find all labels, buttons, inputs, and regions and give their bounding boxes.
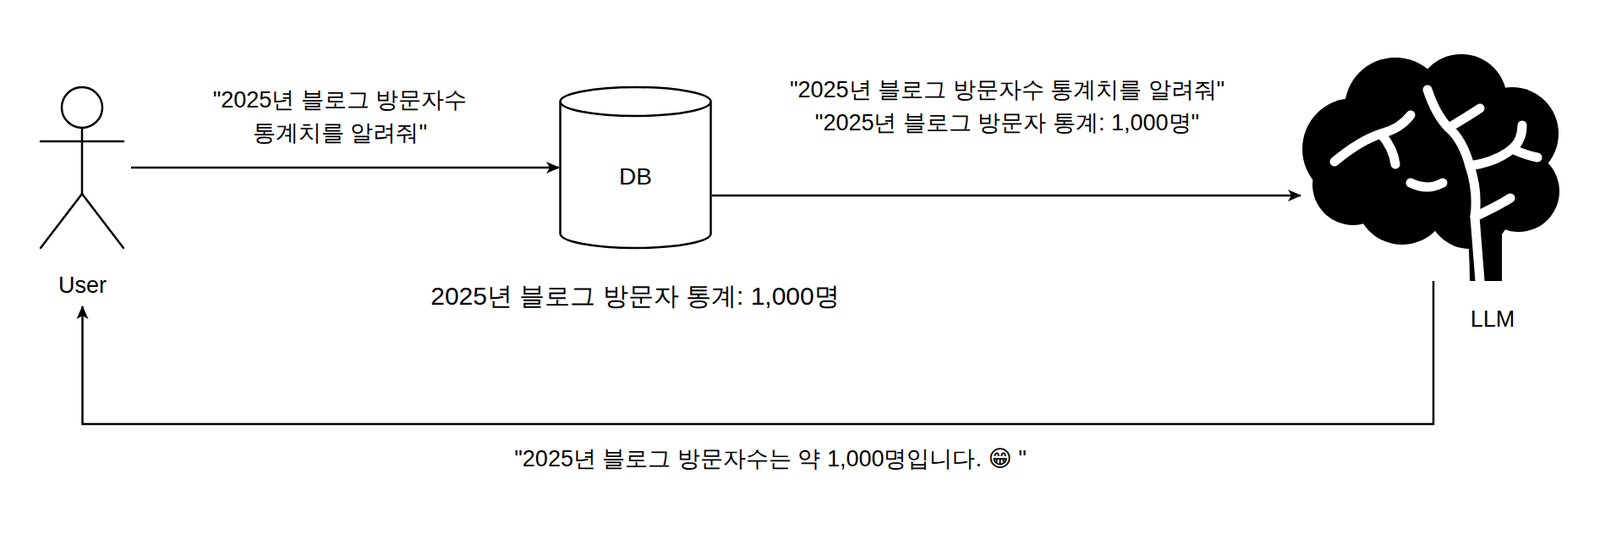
note-label: 2025년 블로그 방문자 통계: 1,000명 [427,277,844,315]
actor-stroke [40,193,83,248]
edge-label: "2025년 블로그 방문자수 통계치를 알려줘" "2025년 블로그 방문자… [770,73,1244,140]
edge-label: "2025년 블로그 방문자수는 약 1,000명입니다. 😁 " [510,442,1030,476]
actor-stroke [81,127,84,194]
actor-figure [33,84,132,254]
brain-icon [1300,55,1562,281]
node-label: User [33,272,132,299]
flow-arrow [712,194,1301,198]
node-label: LLM [1452,306,1533,333]
actor-stroke [82,193,124,248]
brain-silhouette [1302,54,1560,281]
llm-node: LLM [1300,55,1562,335]
actor-node: User [33,84,132,307]
database-node: DB [558,87,713,248]
actor-stroke [40,140,124,143]
cylinder-rim [560,101,712,116]
node-label: DB [558,163,713,191]
brain-folds [1334,89,1538,281]
actor-stroke [61,87,103,128]
edge-label: "2025년 블로그 방문자수 통계치를 알려줘" [195,83,486,150]
flow-arrow [131,166,559,170]
